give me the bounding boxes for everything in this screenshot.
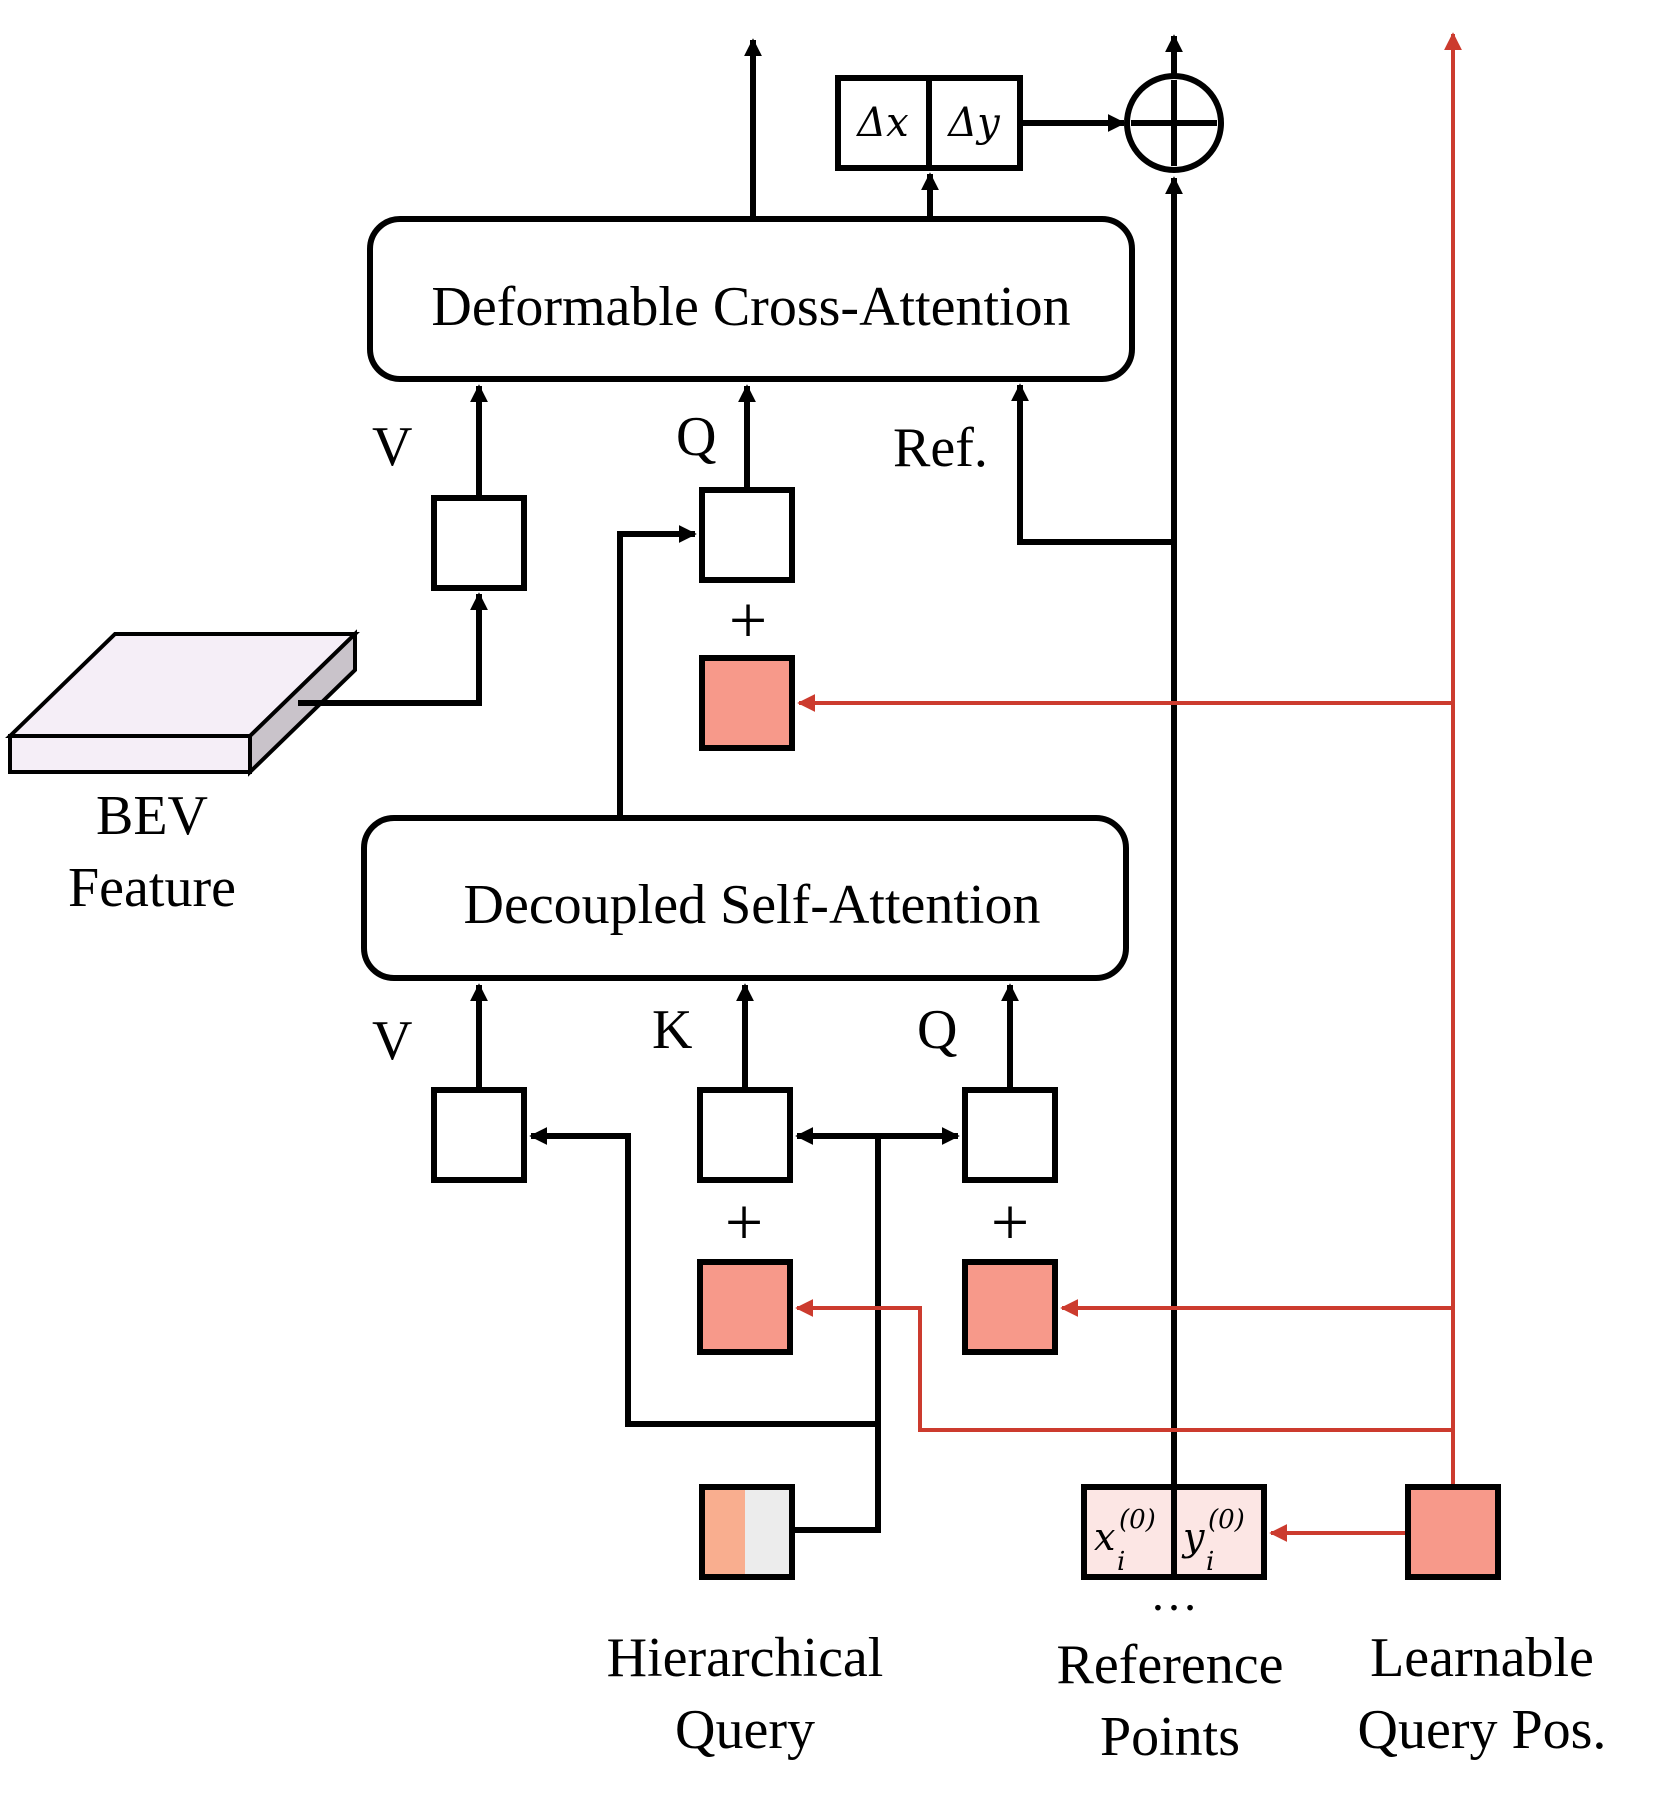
learnable-query-pos-label-line1: Learnable [1370, 1627, 1594, 1689]
query-to-v-path [529, 1127, 878, 1427]
ref-x-subscript: i [1117, 1547, 1125, 1577]
cross-attention-label: Deformable Cross-Attention [431, 276, 1070, 338]
self-q-projection-box [962, 1087, 1058, 1183]
bev-feature-block [5, 629, 360, 777]
cross-plus-sign: + [729, 582, 767, 658]
ref-x-symbol: x [1094, 1515, 1115, 1559]
self-v-projection-box [431, 1087, 527, 1183]
ref-input-label: Ref. [893, 417, 988, 479]
cross-q-positional-box [699, 655, 795, 751]
learnable-query-pos-box [1405, 1484, 1501, 1580]
self-k-label: K [652, 999, 692, 1061]
sum-node [1124, 73, 1224, 173]
cross-q-label: Q [676, 406, 716, 468]
self-q-label: Q [917, 999, 957, 1061]
query-to-kq-path [793, 1136, 881, 1533]
self-k-projection-box [697, 1087, 793, 1183]
hierarchical-query-label-line2: Query [675, 1699, 815, 1761]
learnable-query-pos-label-line2: Query Pos. [1358, 1699, 1607, 1761]
hierarchical-query-label-line1: Hierarchical [607, 1627, 884, 1689]
cross-v-label: V [372, 416, 412, 478]
self-v-label: V [372, 1010, 412, 1072]
self-attention-box [361, 815, 1129, 981]
delta-x-label: Δx [855, 100, 908, 146]
bev-label-line1: BEV [96, 785, 208, 847]
self-to-cross-path [617, 525, 697, 815]
self-k-positional-box [697, 1259, 793, 1355]
ref-y-symbol: y [1181, 1515, 1205, 1559]
reference-points-label-line2: Points [1100, 1706, 1240, 1768]
ref-branch-path [1011, 383, 1174, 545]
query-pos-to-self-k [795, 1299, 1453, 1432]
self-attention-label: Decoupled Self-Attention [464, 874, 1041, 936]
reference-points-label-line1: Reference [1057, 1634, 1284, 1696]
cross-v-projection-box [431, 495, 527, 591]
reference-points-box: x i (0) y i (0) [1081, 1484, 1267, 1580]
self-q-plus-sign: + [991, 1184, 1029, 1260]
hierarchical-query-box [699, 1484, 795, 1580]
ref-y-superscript: (0) [1208, 1505, 1245, 1535]
cross-q-projection-box [699, 487, 795, 583]
reference-ellipsis: … [1150, 1568, 1198, 1621]
ref-y-subscript: i [1206, 1547, 1214, 1577]
bev-label-line2: Feature [68, 857, 236, 919]
delta-y-label: Δy [946, 100, 1001, 146]
offset-box: Δx Δy [835, 75, 1023, 171]
ref-x-superscript: (0) [1119, 1505, 1156, 1535]
bev-to-v-path [298, 592, 488, 706]
self-q-positional-box [962, 1259, 1058, 1355]
self-k-plus-sign: + [725, 1184, 763, 1260]
